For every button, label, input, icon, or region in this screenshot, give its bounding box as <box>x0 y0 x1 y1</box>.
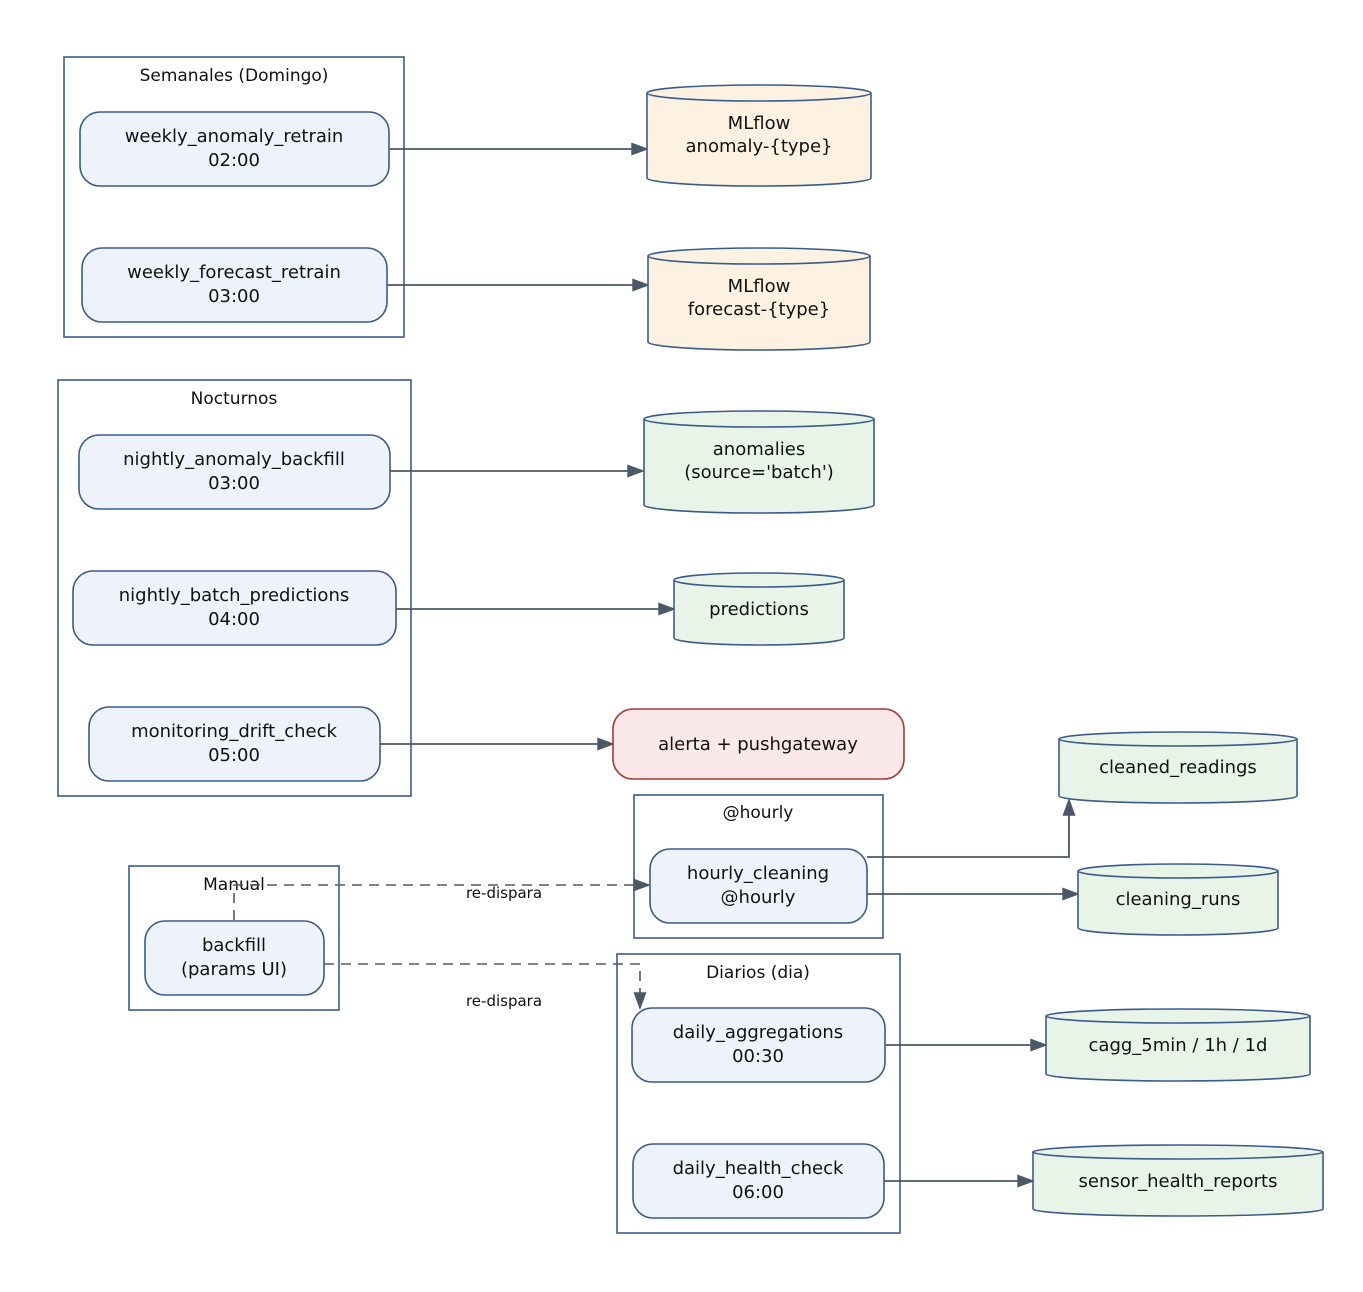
job-weekly-anomaly-retrain[interactable]: weekly_anomaly_retrain 02:00 <box>79 111 390 187</box>
cluster-weekly: Semanales (Domingo) <box>63 56 405 338</box>
edge-label-retrigger-hourly: re-dispara <box>466 884 542 902</box>
output-label: forecast-{type} <box>688 299 830 320</box>
job-schedule: 03:00 <box>208 473 260 494</box>
edge-backfill-retrigger-daily <box>324 963 641 993</box>
output-label: cleaned_readings <box>1099 757 1257 778</box>
output-cagg-table[interactable]: cagg_5min / 1h / 1d <box>1045 1008 1311 1082</box>
cluster-daily: Diarios (dia) <box>616 953 901 1234</box>
output-cleaned-readings-table[interactable]: cleaned_readings <box>1058 731 1298 804</box>
arrowhead <box>1017 1174 1036 1188</box>
job-name: daily_health_check <box>673 1158 844 1179</box>
arrowhead <box>658 602 677 616</box>
job-schedule: 02:00 <box>208 150 260 171</box>
output-cleaning-runs-table[interactable]: cleaning_runs <box>1077 863 1279 936</box>
job-hourly-cleaning[interactable]: hourly_cleaning @hourly <box>649 848 868 924</box>
output-mlflow-forecast[interactable]: MLflow forecast-{type} <box>647 247 871 351</box>
arrowhead <box>597 737 616 751</box>
cluster-weekly-label: Semanales (Domingo) <box>140 66 329 86</box>
job-name: daily_aggregations <box>673 1022 843 1043</box>
arrowhead <box>1030 1038 1049 1052</box>
job-schedule: 00:30 <box>732 1046 784 1067</box>
edge-hourly-to-cleaned-readings <box>867 815 1070 858</box>
job-schedule: 06:00 <box>732 1182 784 1203</box>
job-daily-health-check[interactable]: daily_health_check 06:00 <box>632 1143 885 1219</box>
output-predictions-table[interactable]: predictions <box>673 572 845 646</box>
output-label: MLflow <box>728 113 791 134</box>
job-name: hourly_cleaning <box>687 863 829 884</box>
edges: re-dispara re-dispara <box>233 142 1081 1188</box>
output-label: anomalies <box>713 439 805 460</box>
arrowhead <box>633 878 652 892</box>
output-label: (source='batch') <box>684 462 834 483</box>
job-schedule: 05:00 <box>208 745 260 766</box>
job-nightly-anomaly-backfill[interactable]: nightly_anomaly_backfill 03:00 <box>78 434 391 510</box>
job-schedule: 03:00 <box>208 286 260 307</box>
edge-label-retrigger-daily: re-dispara <box>466 992 542 1010</box>
job-backfill[interactable]: backfill (params UI) <box>144 920 325 996</box>
output-label: MLflow <box>728 276 791 297</box>
arrowhead <box>633 992 647 1011</box>
arrowhead <box>631 142 650 156</box>
cluster-hourly: @hourly <box>633 794 884 939</box>
job-weekly-forecast-retrain[interactable]: weekly_forecast_retrain 03:00 <box>81 247 388 323</box>
output-label: cagg_5min / 1h / 1d <box>1089 1035 1268 1056</box>
job-schedule: (params UI) <box>181 959 287 980</box>
arrowhead <box>1062 797 1076 816</box>
output-alert-pushgateway[interactable]: alerta + pushgateway <box>612 708 905 780</box>
job-name: nightly_batch_predictions <box>119 585 349 606</box>
cluster-hourly-label: @hourly <box>723 803 794 823</box>
arrowhead <box>632 278 651 292</box>
output-label: anomaly-{type} <box>686 136 833 157</box>
output-label: sensor_health_reports <box>1079 1171 1278 1192</box>
cluster-nightly-label: Nocturnos <box>191 389 278 409</box>
job-monitoring-drift-check[interactable]: monitoring_drift_check 05:00 <box>88 706 381 782</box>
job-name: weekly_forecast_retrain <box>127 262 341 283</box>
job-name: weekly_anomaly_retrain <box>125 126 344 147</box>
output-label: predictions <box>709 599 809 620</box>
cluster-nightly: Nocturnos <box>57 379 412 797</box>
cluster-daily-label: Diarios (dia) <box>706 963 810 983</box>
job-name: monitoring_drift_check <box>131 721 337 742</box>
output-label: alerta + pushgateway <box>658 734 858 755</box>
job-schedule: 04:00 <box>208 609 260 630</box>
arrowhead <box>627 464 646 478</box>
output-anomalies-table[interactable]: anomalies (source='batch') <box>643 410 875 514</box>
output-mlflow-anomaly[interactable]: MLflow anomaly-{type} <box>646 84 872 187</box>
output-label: cleaning_runs <box>1116 889 1241 910</box>
edge-backfill-retrigger-hourly <box>233 884 634 920</box>
job-name: nightly_anomaly_backfill <box>123 449 345 470</box>
job-name: backfill <box>202 935 266 956</box>
arrowhead <box>1062 887 1081 901</box>
output-sensor-health-reports-table[interactable]: sensor_health_reports <box>1032 1144 1324 1217</box>
job-nightly-batch-predictions[interactable]: nightly_batch_predictions 04:00 <box>72 570 397 646</box>
job-daily-aggregations[interactable]: daily_aggregations 00:30 <box>631 1007 886 1083</box>
job-schedule: @hourly <box>721 887 796 908</box>
